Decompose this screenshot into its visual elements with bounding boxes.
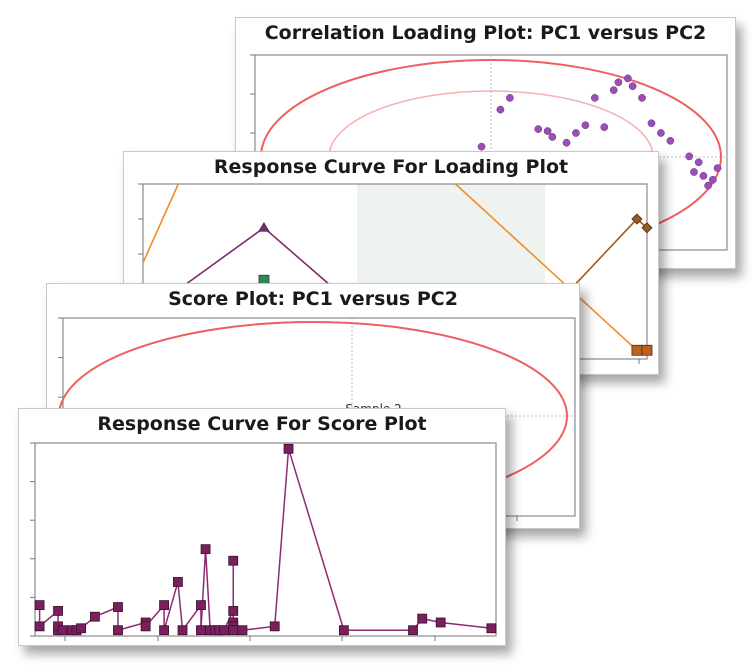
chart-title: Response Curve For Loading Plot (213, 156, 569, 178)
square-marker (228, 625, 239, 636)
chart-title: Response Curve For Score Plot (97, 413, 427, 435)
triangle-marker (258, 221, 270, 232)
loading-point (657, 129, 665, 137)
chart-title: Correlation Loading Plot: PC1 versus PC2 (264, 22, 707, 44)
square-marker (113, 602, 123, 612)
square-marker (90, 611, 100, 622)
square-marker (196, 600, 206, 611)
series-line (454, 183, 638, 351)
score-response-card: Response Curve For Score Plot (18, 408, 506, 646)
square-marker (408, 625, 418, 636)
loading-point (548, 133, 557, 141)
loading-point (704, 181, 712, 190)
loading-point (694, 158, 703, 167)
square-marker (435, 617, 446, 628)
loading-point (590, 94, 599, 102)
square-marker (269, 621, 280, 632)
square-marker (34, 621, 45, 632)
square-marker (219, 625, 229, 636)
loading-point (699, 172, 708, 180)
square-marker (57, 625, 68, 636)
square-marker (486, 623, 497, 634)
diamond-marker (641, 222, 653, 234)
loading-point (496, 105, 505, 114)
square-marker (113, 625, 123, 636)
loading-point (562, 138, 571, 147)
square-marker (173, 577, 183, 587)
loading-point (581, 121, 590, 130)
loading-point (609, 86, 618, 94)
loading-point (690, 168, 698, 176)
score-response-chart (30, 442, 497, 641)
score-response-line (38, 448, 492, 633)
square-marker (237, 625, 248, 636)
square-marker (196, 625, 206, 636)
loading-point (713, 164, 722, 172)
loading-point (600, 123, 609, 132)
loading-point (628, 82, 637, 91)
loading-point (506, 94, 514, 102)
square-marker (417, 613, 428, 624)
loading-point (708, 175, 717, 184)
loading-point (666, 136, 675, 145)
loading-point (614, 78, 623, 87)
loading-point (647, 119, 656, 128)
square-marker (140, 621, 151, 632)
loading-point (534, 125, 543, 133)
square-marker (200, 544, 211, 555)
square-marker (631, 344, 643, 356)
square-marker (228, 555, 239, 566)
square-marker (34, 600, 45, 611)
loading-point (572, 129, 580, 137)
square-marker (53, 606, 63, 616)
loading-point (685, 152, 694, 161)
diamond-marker (631, 213, 643, 225)
square-marker (159, 625, 169, 636)
square-marker (159, 600, 169, 611)
loading-point (638, 94, 646, 102)
series-line (142, 183, 180, 264)
square-marker (228, 606, 239, 616)
square-marker (76, 623, 86, 634)
plot-frame (34, 442, 497, 637)
square-marker (338, 625, 349, 636)
square-marker (641, 344, 653, 356)
loading-point (624, 74, 632, 83)
chart-title: Score Plot: PC1 versus PC2 (168, 288, 458, 310)
square-marker (283, 443, 294, 454)
loading-point (477, 142, 486, 151)
square-marker (177, 625, 188, 636)
loading-point (543, 127, 552, 135)
